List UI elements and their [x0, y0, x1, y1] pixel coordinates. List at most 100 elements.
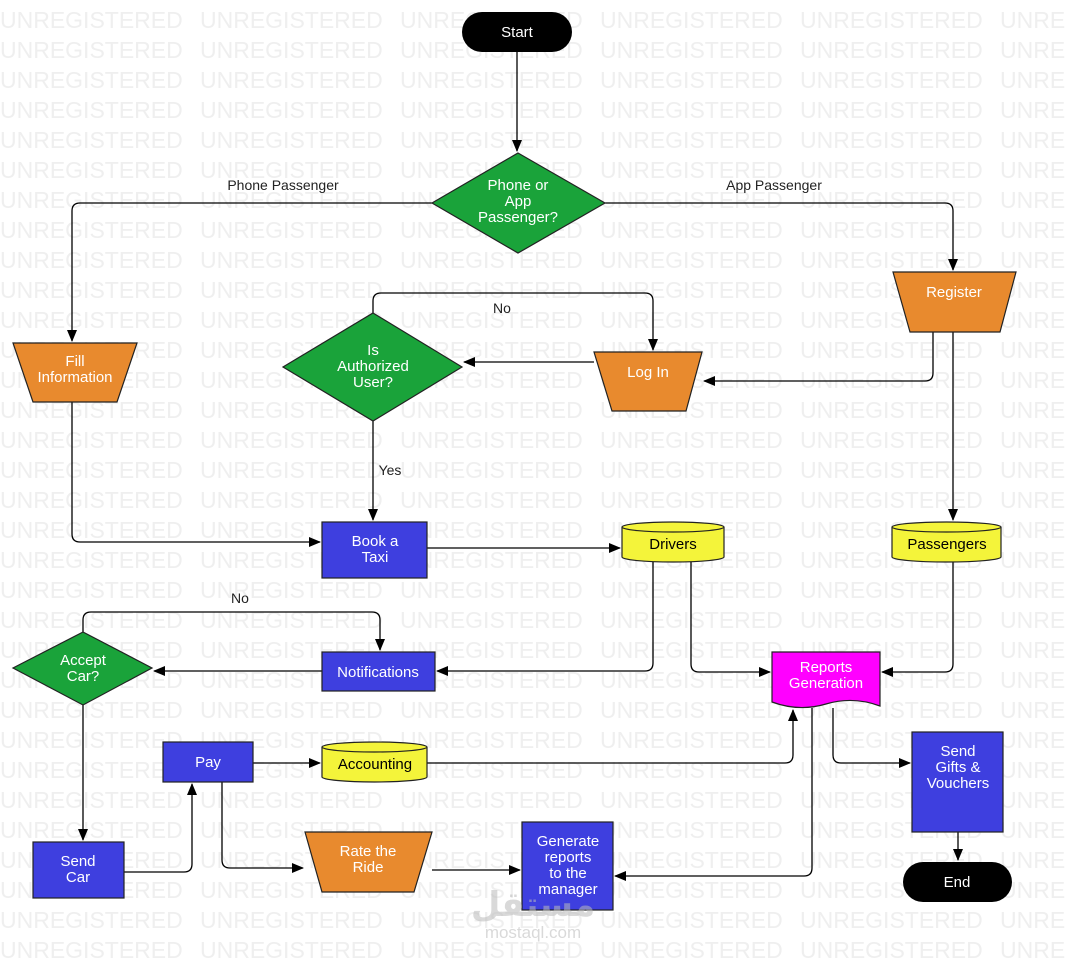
watermark-text: UNREGISTERED	[800, 367, 983, 393]
log-in-node[interactable]: Log In	[593, 351, 703, 412]
svg-text:Passenger?: Passenger?	[478, 209, 558, 226]
watermark-text: UNREGISTERED	[0, 97, 183, 123]
svg-text:Ride: Ride	[353, 859, 384, 876]
watermark-text: UNREGISTERED	[1000, 907, 1066, 933]
accept-car-decision[interactable]: Accept Car?	[11, 631, 154, 706]
watermark-text: UNREGISTERED	[1000, 127, 1066, 153]
watermark-text: UNREGISTERED	[400, 907, 583, 933]
watermark-text: UNREGISTERED	[200, 457, 383, 483]
watermark-text: UNREGISTERED	[1000, 787, 1066, 813]
svg-text:Is: Is	[367, 342, 379, 359]
svg-text:Book a: Book a	[352, 533, 399, 550]
label-app-passenger: App Passenger	[726, 177, 822, 193]
watermark-text: UNREGISTERED	[400, 937, 583, 961]
pay-node[interactable]: Pay	[162, 741, 254, 783]
start-terminal[interactable]: Start	[462, 12, 572, 52]
edge-accept-no	[82, 611, 385, 651]
notifications-node[interactable]: Notifications	[321, 651, 436, 692]
unregistered-watermark: UNREGISTERED UNREGISTERED UNREGISTERED UNRE…	[0, 7, 1066, 961]
register-node[interactable]: Register	[892, 271, 1017, 333]
edge-not-authorized	[372, 292, 658, 351]
watermark-text: UNREGISTERED	[600, 457, 783, 483]
watermark-text: UNREGISTERED	[1000, 577, 1066, 603]
phone-or-app-decision[interactable]: Phone or App Passenger?	[430, 152, 607, 254]
watermark-text: UNREGISTERED	[400, 547, 583, 573]
accounting-datastore[interactable]: Accounting	[321, 741, 428, 783]
watermark-text: UNREGISTERED	[1000, 487, 1066, 513]
watermark-text: UNREGISTERED	[800, 457, 983, 483]
watermark-text: UNREGISTERED	[1000, 247, 1066, 273]
label-yes: Yes	[379, 462, 402, 478]
drivers-datastore[interactable]: Drivers	[621, 521, 725, 563]
watermark-text: UNREGISTERED	[1000, 397, 1066, 423]
watermark-text: UNREGISTERED	[800, 7, 983, 33]
fill-information-node[interactable]: Fill Information	[12, 342, 138, 403]
watermark-text: UNREGISTERED	[200, 937, 383, 961]
watermark-text: UNREGISTERED	[200, 427, 383, 453]
svg-text:to the: to the	[549, 865, 587, 882]
watermark-text: UNREGISTERED	[400, 757, 583, 783]
svg-text:End: End	[944, 874, 971, 891]
watermark-text: UNREGISTERED	[600, 247, 783, 273]
svg-text:Notifications: Notifications	[337, 664, 419, 681]
watermark-text: UNREGISTERED	[1000, 7, 1066, 33]
watermark-text: UNREGISTERED	[0, 157, 183, 183]
svg-text:Passengers: Passengers	[907, 536, 986, 553]
svg-text:Send: Send	[940, 743, 975, 760]
watermark-text: UNREGISTERED	[200, 277, 383, 303]
watermark-text: UNREGISTERED	[200, 127, 383, 153]
watermark-text: UNREGISTERED	[200, 157, 383, 183]
watermark-text: UNREGISTERED	[400, 97, 583, 123]
watermark-text: UNREGISTERED	[1000, 667, 1066, 693]
svg-text:مستقل: مستقل	[471, 885, 595, 925]
reports-generation-document[interactable]: Reports Generation	[771, 651, 881, 709]
watermark-text: UNREGISTERED	[0, 547, 183, 573]
watermark-text: UNREGISTERED	[1000, 187, 1066, 213]
watermark-text: UNREGISTERED	[200, 787, 383, 813]
watermark-text: UNREGISTERED	[200, 907, 383, 933]
watermark-text: UNREGISTERED	[200, 37, 383, 63]
rate-ride-node[interactable]: Rate the Ride	[304, 831, 433, 893]
watermark-text: UNREGISTERED	[0, 37, 183, 63]
watermark-text: UNREGISTERED	[1000, 547, 1066, 573]
svg-text:Accept: Accept	[60, 652, 107, 669]
watermark-text: UNREGISTERED	[400, 727, 583, 753]
send-gifts-node[interactable]: Send Gifts & Vouchers	[911, 731, 1004, 833]
watermark-text: UNREGISTERED	[1000, 427, 1066, 453]
watermark-text: UNREGISTERED	[800, 97, 983, 123]
mostaql-watermark: مستقل mostaql.com	[471, 885, 595, 942]
watermark-text: UNREGISTERED	[600, 187, 783, 213]
passengers-datastore[interactable]: Passengers	[891, 521, 1002, 563]
watermark-text: UNREGISTERED	[800, 397, 983, 423]
send-car-node[interactable]: Send Car	[32, 841, 125, 899]
svg-text:Register: Register	[926, 284, 982, 301]
watermark-text: UNREGISTERED	[600, 877, 783, 903]
watermark-text: UNREGISTERED	[600, 787, 783, 813]
book-taxi-node[interactable]: Book a Taxi	[321, 521, 428, 579]
watermark-text: UNREGISTERED	[1000, 217, 1066, 243]
end-terminal[interactable]: End	[903, 862, 1012, 902]
is-authorized-decision[interactable]: Is Authorized User?	[281, 312, 464, 422]
generate-reports-node[interactable]: Generate reports to the manager	[521, 821, 614, 911]
watermark-text: UNREGISTERED	[1000, 697, 1066, 723]
watermark-text: UNREGISTERED	[0, 757, 183, 783]
watermark-text: UNREGISTERED	[800, 907, 983, 933]
watermark-text: UNREGISTERED	[0, 217, 183, 243]
watermark-text: UNREGISTERED	[800, 577, 983, 603]
watermark-text: UNREGISTERED	[1000, 67, 1066, 93]
watermark-text: UNREGISTERED	[600, 817, 783, 843]
edge-drivers-to-reports	[690, 562, 771, 677]
watermark-text: UNREGISTERED	[400, 487, 583, 513]
watermark-text: UNREGISTERED	[400, 577, 583, 603]
watermark-text: UNREGISTERED	[1000, 517, 1066, 543]
edge-accounting-to-reports	[427, 709, 798, 764]
edge-phone-passenger	[67, 202, 432, 342]
watermark-text: UNREGISTERED	[1000, 157, 1066, 183]
watermark-text: UNREGISTERED	[400, 127, 583, 153]
svg-text:Phone or: Phone or	[488, 177, 549, 194]
label-no-login: No	[493, 300, 511, 316]
watermark-text: UNREGISTERED	[800, 217, 983, 243]
svg-text:Reports: Reports	[800, 659, 853, 676]
svg-text:Accounting: Accounting	[338, 756, 412, 773]
watermark-text: UNREGISTERED	[400, 427, 583, 453]
